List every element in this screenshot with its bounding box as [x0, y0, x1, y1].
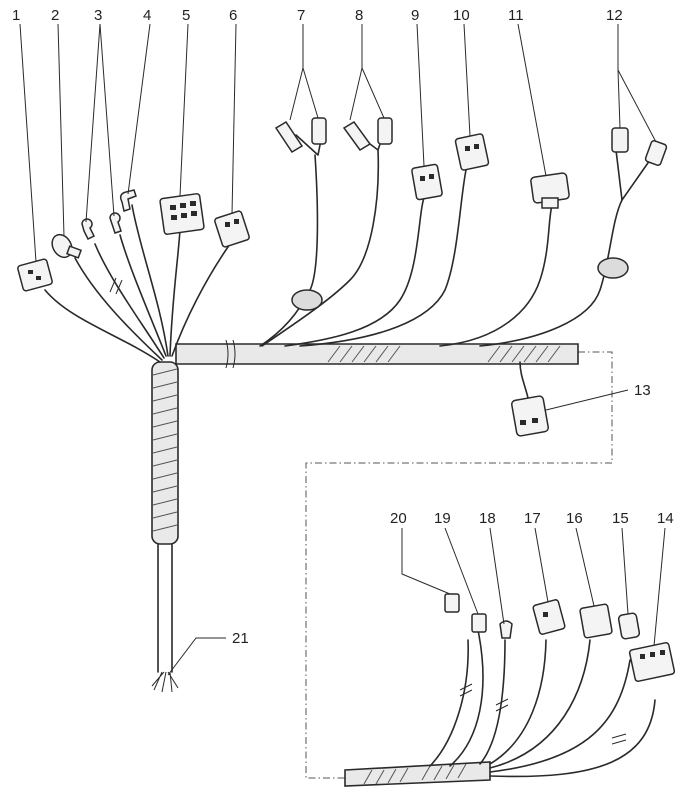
horizontal-trunk [175, 339, 579, 369]
connector-14 [628, 641, 676, 683]
connector-20 [444, 593, 460, 613]
callout-2: 2 [51, 7, 59, 24]
callout-6: 6 [229, 7, 237, 24]
callout-4: 4 [143, 7, 151, 24]
callout-10: 10 [453, 7, 470, 24]
callout-3: 3 [94, 7, 102, 24]
callout-16: 16 [566, 510, 583, 527]
connector-18 [499, 620, 513, 639]
connector-5 [159, 193, 205, 235]
callout-17: 17 [524, 510, 541, 527]
callout-18: 18 [479, 510, 496, 527]
callout-7: 7 [297, 7, 305, 24]
leader-lines [19, 23, 666, 676]
left-branch-bundle [44, 204, 231, 363]
callout-21: 21 [232, 630, 249, 647]
callout-14: 14 [657, 510, 674, 527]
connector-8-pair [342, 117, 393, 151]
callout-labels: 1 2 3 4 5 6 7 8 9 10 11 12 13 14 15 16 1… [12, 7, 674, 647]
connector-1 [17, 258, 53, 292]
lower-harness [344, 629, 656, 787]
callout-19: 19 [434, 510, 451, 527]
callout-1: 1 [12, 7, 20, 24]
callout-8: 8 [355, 7, 363, 24]
callout-20: 20 [390, 510, 407, 527]
continuation-frame [305, 351, 613, 779]
connector-12-pair [611, 127, 668, 166]
callout-11: 11 [508, 7, 524, 24]
connector-13 [511, 395, 549, 437]
connector-17 [532, 599, 566, 635]
connector-9 [411, 163, 443, 201]
connector-16 [579, 603, 613, 639]
callout-15: 15 [612, 510, 629, 527]
callout-13: 13 [634, 382, 651, 399]
connector-10 [454, 133, 490, 171]
callout-9: 9 [411, 7, 419, 24]
callout-12: 12 [606, 7, 623, 24]
connector-11 [530, 172, 570, 209]
callout-5: 5 [182, 7, 190, 24]
connector-6 [214, 210, 250, 248]
connector-3-lugs [81, 212, 122, 241]
connector-2 [51, 233, 82, 259]
connector-19 [471, 613, 487, 633]
vertical-trunk [151, 361, 179, 693]
connector-15 [617, 612, 641, 640]
right-top-branches [259, 131, 651, 399]
connector-7-pair [274, 117, 327, 154]
connector-4 [119, 189, 137, 212]
